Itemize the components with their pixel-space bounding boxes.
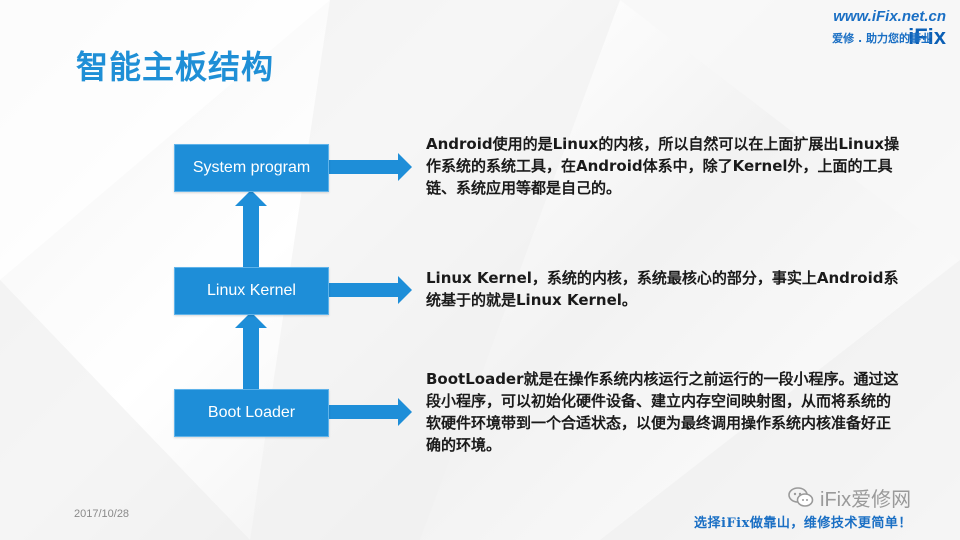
linux-kernel-description: Linux Kernel，系统的内核，系统最核心的部分，事实上Android系统…: [426, 269, 899, 309]
slide-date: 2017/10/28: [74, 508, 130, 520]
arrow-right-kernel: [327, 276, 412, 304]
linux-kernel-box: Linux Kernel: [174, 267, 329, 315]
ifix-logo: iFix: [908, 24, 946, 49]
arrow-right-system: [327, 153, 412, 181]
brand-tagline: 爱修 . 助力您的事业: [832, 32, 932, 45]
brand-row: 爱修 . 助力您的事业 iFix: [806, 26, 946, 48]
page-title: 智能主板结构: [76, 48, 275, 86]
watermark-text: iFix爱修网: [820, 488, 912, 511]
boot-loader-description: BootLoader就是在操作系统内核运行之前运行的一段小程序。通过这段小程序，…: [426, 370, 899, 454]
arrow-up-boot-to-kernel: [235, 312, 267, 389]
brand-url: www.iFix.net.cn: [833, 8, 946, 25]
brand-logo-block: www.iFix.net.cn 爱修 . 助力您的事业 iFix: [806, 8, 946, 52]
system-program-description: Android使用的是Linux的内核，所以自然可以在上面扩展出Linux操作系…: [426, 135, 900, 197]
arrow-up-kernel-to-system: [235, 190, 267, 268]
arrow-right-boot: [327, 398, 412, 426]
system-program-box: System program: [174, 144, 329, 192]
wechat-icon: [788, 487, 814, 507]
footer-slogan: 选择iFix做靠山，维修技术更简单！: [694, 516, 912, 531]
watermark: iFix爱修网: [788, 482, 911, 512]
boot-loader-box: Boot Loader: [174, 389, 329, 437]
